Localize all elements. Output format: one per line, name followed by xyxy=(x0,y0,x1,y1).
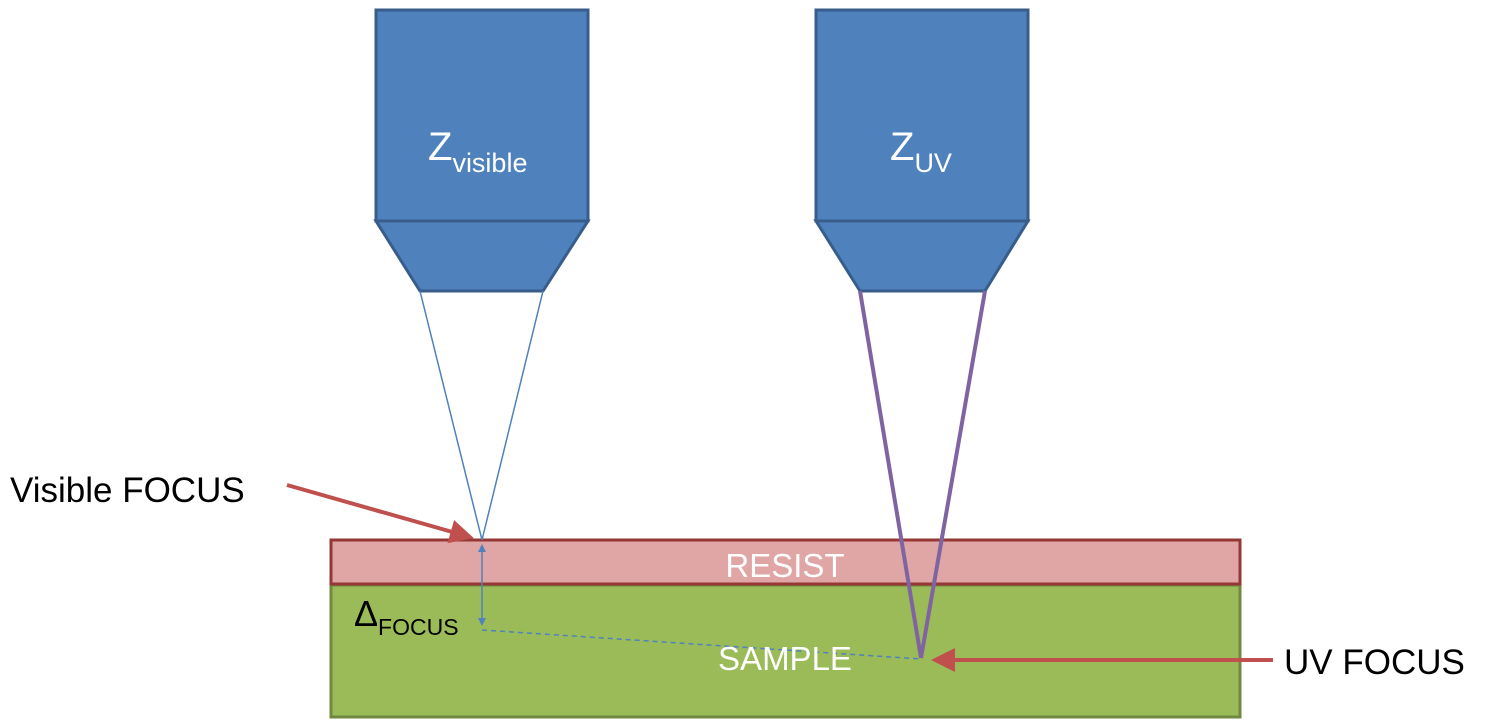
sample-label: SAMPLE xyxy=(718,640,852,677)
visible-objective xyxy=(373,8,591,293)
uv-beam xyxy=(858,290,987,659)
uv-objective-body xyxy=(814,8,1030,223)
visible-focus-label: Visible FOCUS xyxy=(10,471,245,510)
visible-objective-label: Zvisible xyxy=(428,125,527,178)
focus-dashed-line xyxy=(481,629,922,660)
visible-objective-nose xyxy=(373,219,591,293)
visible-beam xyxy=(419,290,544,541)
uv-objective-nose xyxy=(813,219,1031,293)
resist-label: RESIST xyxy=(725,547,844,584)
delta-focus-label: ΔFOCUS xyxy=(354,593,459,640)
uv-objective xyxy=(813,8,1031,293)
visible-objective-body xyxy=(374,8,590,223)
uv-focus-label: UV FOCUS xyxy=(1284,643,1465,682)
visible-focus-pointer xyxy=(286,483,474,544)
uv-objective-label: ZUV xyxy=(890,125,952,178)
